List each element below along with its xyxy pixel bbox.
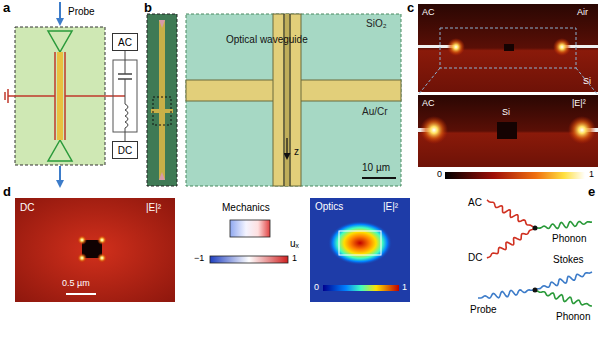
process-label: DC (468, 252, 482, 264)
panel-letter: a (3, 1, 10, 16)
wave-line (487, 200, 533, 227)
process-label: Phonon (556, 311, 590, 323)
colorbar-tick: −1 (194, 253, 204, 263)
part-label: Optical waveguide (226, 34, 308, 46)
colorbar-tick: 0 (314, 282, 319, 292)
image-label: |E|² (383, 201, 398, 213)
process-label: Stokes (553, 254, 584, 266)
source-box: AC (112, 33, 138, 51)
colorbar-label: uₓ (290, 238, 299, 250)
colorbar-tick: 0 (437, 169, 442, 179)
box-text: AC (118, 37, 132, 48)
image-label: Si (583, 76, 591, 86)
process-label: AC (468, 197, 482, 209)
axis-label: z (294, 146, 299, 158)
scale-label: 0.5 µm (62, 278, 90, 288)
wave-line (537, 291, 592, 306)
image-label: DC (20, 202, 34, 214)
image-label: AC (422, 98, 435, 108)
image-label: Optics (315, 201, 343, 213)
scale-label: 10 µm (362, 162, 390, 174)
box-text: DC (118, 145, 132, 156)
wave-line (537, 222, 592, 229)
process-label: Probe (470, 304, 497, 316)
panel-letter: e (588, 185, 595, 200)
wave-line (487, 229, 533, 258)
panel-letter: b (144, 1, 152, 16)
process-label: Phonon (552, 233, 586, 245)
signal-label: Probe (68, 6, 95, 18)
source-box: DC (112, 141, 138, 159)
image-label: |E|² (146, 202, 161, 214)
image-label: |E|² (572, 98, 586, 108)
image-label: Air (577, 7, 588, 17)
material-label: Au/Cr (362, 106, 388, 118)
colorbar-tick: 1 (292, 253, 297, 263)
image-label: Si (502, 107, 510, 117)
panel-letter: d (3, 185, 11, 200)
wave-line (478, 290, 533, 298)
colorbar-tick: 1 (589, 169, 594, 179)
image-label: AC (422, 7, 435, 17)
image-label: Mechanics (222, 202, 270, 214)
wave-line (537, 272, 592, 289)
colorbar-tick: 1 (402, 282, 407, 292)
material-label: SiO₂ (366, 18, 387, 30)
panel-letter: c (407, 1, 414, 16)
